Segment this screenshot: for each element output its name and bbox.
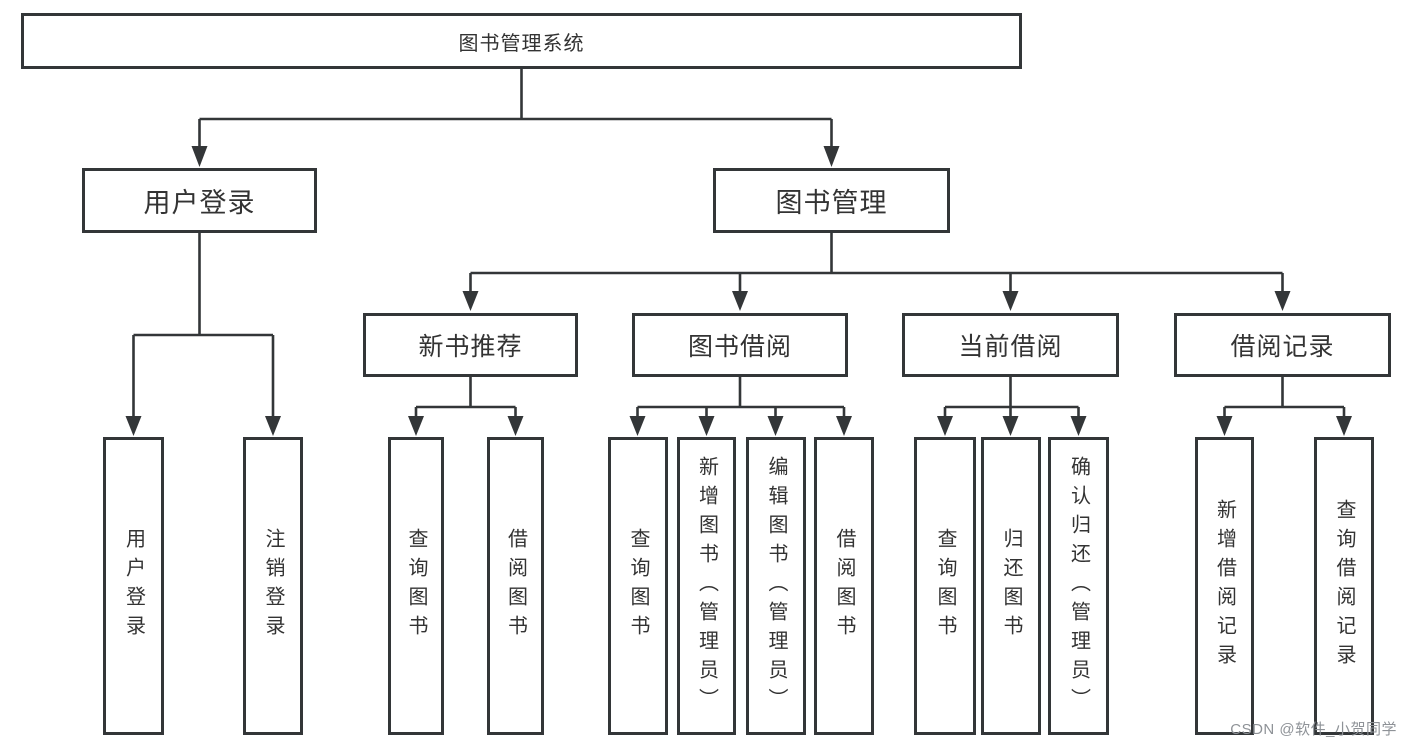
leaf-bb-borrow-books-label: 借阅图书 (833, 528, 855, 644)
leaf-rec-query-books-label: 查询图书 (405, 528, 427, 644)
branch-new-book-rec (408, 377, 524, 436)
leaf-rec-borrow-books-label: 借阅图书 (504, 528, 527, 644)
leaf-logout-label: 注销登录 (262, 528, 284, 644)
leaf-user-login: 用户登录 (103, 437, 164, 735)
leaf-bb-add-books: 新增图书（管理员） (677, 437, 736, 735)
node-current-borrow-label: 当前借阅 (958, 333, 1063, 361)
leaf-bb-query-books-label: 查询图书 (627, 528, 649, 644)
branch-current-borrow (937, 377, 1087, 436)
leaf-rec-borrow-books: 借阅图书 (487, 437, 544, 735)
leaf-rec-query-books: 查询图书 (388, 437, 444, 735)
leaf-bb-query-books: 查询图书 (608, 437, 668, 735)
leaf-cb-query-books-label: 查询图书 (934, 528, 956, 644)
leaf-cb-return-books-label: 归还图书 (1000, 528, 1022, 644)
node-book-mgmt: 图书管理 (713, 168, 950, 233)
node-borrow-records-label: 借阅记录 (1230, 333, 1335, 361)
leaf-br-add-record-label: 新增借阅记录 (1213, 499, 1236, 673)
branch-user-login (125, 233, 281, 436)
leaf-br-query-record-label: 查询借阅记录 (1333, 499, 1355, 673)
node-current-borrow: 当前借阅 (902, 313, 1119, 377)
leaf-cb-confirm-return: 确认归还（管理员） (1048, 437, 1109, 735)
leaf-cb-confirm-return-label: 确认归还（管理员） (1067, 455, 1090, 717)
node-book-mgmt-label: 图书管理 (775, 188, 888, 218)
leaf-cb-query-books: 查询图书 (914, 437, 976, 735)
node-book-borrow: 图书借阅 (632, 313, 848, 377)
node-new-book-rec-label: 新书推荐 (418, 333, 523, 361)
branch-root (191, 69, 840, 167)
leaf-logout: 注销登录 (243, 437, 303, 735)
csdn-watermark: CSDN @软件_小贺同学 (1230, 721, 1397, 738)
node-borrow-records: 借阅记录 (1174, 313, 1391, 377)
leaf-bb-edit-books: 编辑图书（管理员） (746, 437, 806, 735)
node-root-label: 图书管理系统 (458, 32, 585, 55)
leaf-bb-edit-books-label: 编辑图书（管理员） (765, 455, 787, 717)
leaf-cb-return-books: 归还图书 (981, 437, 1041, 735)
node-new-book-rec: 新书推荐 (363, 313, 578, 377)
leaf-bb-add-books-label: 新增图书（管理员） (695, 455, 718, 717)
node-root: 图书管理系统 (21, 13, 1022, 69)
node-user-login-label: 用户登录 (143, 188, 256, 218)
node-book-borrow-label: 图书借阅 (687, 333, 792, 361)
branch-book-borrow (629, 377, 852, 436)
branch-book-mgmt (462, 233, 1291, 311)
leaf-br-query-record: 查询借阅记录 (1314, 437, 1374, 735)
node-user-login: 用户登录 (82, 168, 317, 233)
leaf-bb-borrow-books: 借阅图书 (814, 437, 874, 735)
leaf-br-add-record: 新增借阅记录 (1195, 437, 1254, 735)
branch-borrow-records (1216, 377, 1352, 436)
leaf-user-login-label: 用户登录 (122, 528, 145, 644)
